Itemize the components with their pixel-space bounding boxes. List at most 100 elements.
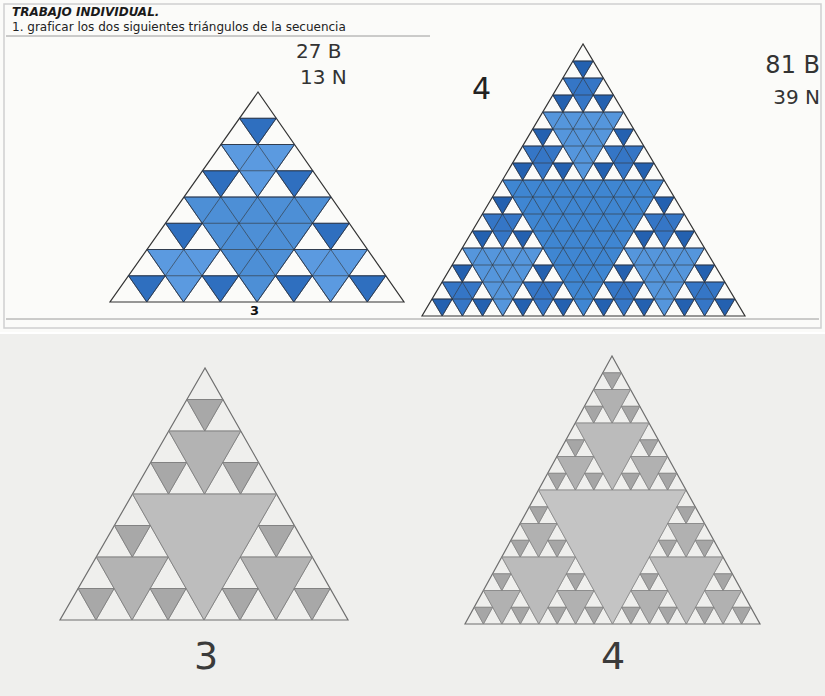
- shaded-triangle: [529, 507, 548, 524]
- shaded-triangle: [533, 265, 553, 282]
- shaded-triangle: [715, 299, 735, 316]
- shaded-triangle: [222, 589, 258, 621]
- shaded-triangle: [634, 163, 654, 180]
- shaded-triangle: [548, 473, 566, 490]
- paper-rule: [6, 319, 819, 320]
- shaded-triangle: [585, 607, 604, 624]
- shaded-triangle: [714, 574, 733, 591]
- shaded-triangle: [603, 373, 622, 390]
- shaded-triangle: [493, 574, 511, 591]
- sierpinski-triangle: [422, 44, 745, 316]
- shaded-triangle: [78, 589, 114, 621]
- shaded-triangle: [129, 276, 166, 302]
- grid-line: [503, 112, 624, 316]
- shaded-triangle: [513, 231, 533, 248]
- shaded-triangle: [594, 299, 614, 316]
- shaded-triangle: [258, 526, 294, 558]
- count-note: 81 B: [765, 52, 820, 78]
- step-number: 4: [472, 72, 491, 105]
- shaded-triangle: [593, 95, 613, 112]
- grid-line: [129, 275, 386, 276]
- shaded-triangle: [573, 61, 593, 78]
- grid-line: [604, 197, 674, 316]
- grid-line: [553, 95, 685, 316]
- count-note: 13 N: [300, 66, 347, 88]
- shaded-triangle: [511, 540, 530, 557]
- shaded-triangle: [452, 265, 472, 282]
- sierpinski-triangle: [60, 368, 348, 620]
- grid-line: [220, 171, 313, 302]
- shaded-triangle: [187, 400, 223, 432]
- grid-line: [472, 231, 694, 232]
- grid-line: [221, 145, 331, 303]
- grid-line: [240, 118, 368, 302]
- shaded-triangle: [654, 197, 674, 214]
- grid-line: [543, 112, 665, 316]
- instruction-rule: [6, 36, 430, 37]
- shaded-triangle: [432, 299, 452, 316]
- shaded-triangle: [658, 540, 677, 557]
- shaded-triangle: [492, 197, 512, 214]
- grid-line: [573, 61, 725, 316]
- grid-line: [442, 282, 725, 283]
- grid-line: [725, 299, 735, 316]
- count-note: 27 B: [296, 40, 342, 62]
- shaded-triangle: [566, 574, 585, 591]
- grid-line: [563, 163, 654, 316]
- shaded-triangle: [150, 589, 186, 621]
- shaded-triangle: [553, 299, 573, 316]
- grid-line: [533, 129, 634, 130]
- shaded-triangle: [276, 171, 313, 197]
- grid-line: [166, 223, 350, 224]
- grid-line: [184, 145, 295, 303]
- shaded-triangle: [622, 607, 640, 624]
- grid-line: [533, 129, 644, 316]
- shaded-triangle: [513, 163, 533, 180]
- shaded-triangle: [313, 223, 350, 249]
- shaded-triangle: [511, 607, 529, 624]
- shaded-triangle: [202, 276, 239, 302]
- shaded-triangle: [472, 299, 492, 316]
- paper-top: [0, 0, 825, 332]
- count-note: 39 N: [773, 86, 820, 108]
- step-number: 3: [194, 636, 218, 678]
- outer-triangle: [465, 356, 760, 624]
- shaded-triangle: [474, 607, 492, 624]
- grid-line: [492, 197, 563, 316]
- outer-triangle: [110, 92, 404, 302]
- grid-line: [513, 163, 654, 164]
- grid-line: [203, 171, 294, 302]
- shaded-triangle: [674, 231, 694, 248]
- shaded-triangle: [694, 265, 714, 282]
- step-number: 4: [601, 636, 625, 678]
- grid-line: [452, 265, 482, 316]
- paper-bottom: [0, 334, 825, 696]
- shaded-triangle: [114, 526, 150, 558]
- shaded-triangle: [658, 473, 677, 490]
- shaded-triangle: [240, 118, 277, 144]
- instruction-text: 1. graficar los dos siguientes triángulo…: [12, 21, 346, 34]
- shaded-triangle: [166, 223, 203, 249]
- shaded-triangle: [349, 276, 386, 302]
- shaded-triangle: [621, 473, 640, 490]
- shaded-triangle: [614, 265, 634, 282]
- grid-line: [367, 276, 386, 302]
- grid-line: [492, 197, 674, 198]
- shaded-triangle: [584, 406, 603, 423]
- sierpinski-triangle: [465, 356, 760, 624]
- worksheet-title: TRABAJO INDIVIDUAL.: [12, 6, 159, 19]
- outer-triangle: [60, 368, 348, 620]
- grid-line: [432, 299, 735, 300]
- grid-line: [452, 265, 714, 266]
- grid-line: [563, 78, 705, 316]
- shaded-triangle: [513, 299, 533, 316]
- grid-line: [166, 223, 221, 302]
- shaded-triangle: [677, 507, 696, 524]
- paper-border: [4, 4, 821, 328]
- shaded-triangle: [593, 163, 613, 180]
- shaded-triangle: [621, 406, 640, 423]
- shaded-triangle: [151, 463, 187, 495]
- shaded-triangle: [533, 129, 553, 146]
- grid-line: [240, 118, 277, 119]
